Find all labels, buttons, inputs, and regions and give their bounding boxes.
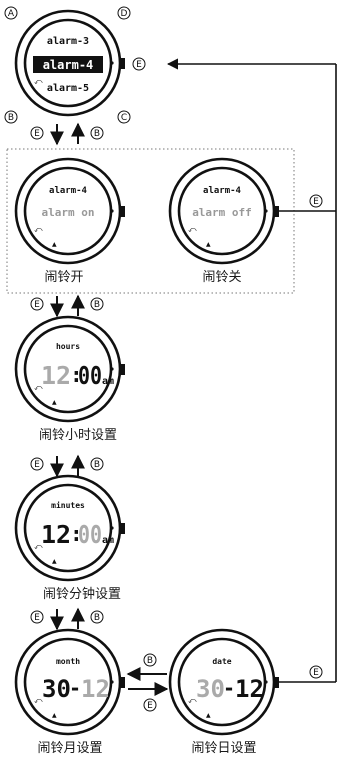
arrow-e-down-4: E	[30, 609, 64, 631]
svg-text:▲: ▲	[52, 241, 57, 248]
alarm-list-selected: alarm-4	[43, 58, 94, 72]
minute-colon: :	[70, 522, 83, 546]
caption-alarm-off: 闹铃关	[202, 270, 241, 285]
svg-text:⤺: ⤺	[34, 77, 43, 86]
svg-text:B: B	[8, 113, 14, 123]
svg-text:E: E	[34, 300, 40, 310]
caption-alarm-on: 闹铃开	[44, 270, 83, 285]
hour-ampm: am	[102, 376, 114, 387]
svg-text:▲: ▲	[206, 241, 211, 248]
month-dash: -	[69, 676, 81, 700]
arrow-e-down-2: E	[30, 296, 64, 318]
svg-text:A: A	[8, 9, 15, 19]
svg-text:E: E	[34, 613, 40, 623]
svg-text:E: E	[34, 129, 40, 139]
month-month: 12	[81, 675, 110, 703]
date-day: 30	[196, 675, 225, 703]
svg-text:E: E	[34, 460, 40, 470]
svg-text:▲: ▲	[52, 399, 57, 406]
svg-text:⤺: ⤺	[34, 225, 43, 234]
month-day: 30	[42, 675, 71, 703]
svg-text:B: B	[94, 300, 100, 310]
minute-ampm: am	[102, 535, 114, 546]
month-title: month	[56, 657, 80, 666]
alarm-list-prev: alarm-3	[47, 36, 89, 47]
e-connector-off: E	[279, 194, 336, 212]
svg-text:E: E	[136, 60, 142, 70]
watch-alarm-on: alarm-4 alarm on ⤺ ▲	[14, 157, 125, 265]
minute-hh: 12	[41, 520, 71, 549]
arrow-b-up-3: B	[71, 454, 104, 476]
caption-alarm-date: 闹铃日设置	[191, 741, 256, 756]
hour-hh: 12	[41, 361, 71, 390]
button-d-label: D	[117, 6, 131, 20]
arrow-b-up-1: B	[71, 122, 104, 144]
svg-text:B: B	[94, 460, 100, 470]
hour-title: hours	[56, 342, 80, 351]
arrow-b-date-to-month: B	[126, 653, 167, 681]
caption-alarm-hour: 闹铃小时设置	[39, 428, 117, 443]
arrow-e-down-3: E	[30, 456, 64, 478]
arrow-b-up-2: B	[71, 294, 104, 316]
svg-text:⤺: ⤺	[34, 542, 43, 551]
svg-text:B: B	[94, 613, 100, 623]
alarm-off-title: alarm-4	[203, 186, 242, 196]
arrow-e-down-1: E	[30, 124, 64, 146]
minute-title: minutes	[51, 500, 85, 510]
svg-text:E: E	[313, 668, 319, 678]
button-b-label: B	[4, 110, 18, 124]
e-connector-date: E	[279, 665, 336, 683]
button-a-label: A	[4, 6, 18, 20]
svg-text:⤺: ⤺	[188, 225, 197, 234]
alarm-off-state: alarm off	[192, 206, 252, 219]
watch-alarm-list: alarm-3 alarm-4 alarm-5 ⤺	[14, 9, 125, 117]
svg-text:▲: ▲	[52, 558, 57, 565]
svg-text:▲: ▲	[206, 712, 211, 719]
date-title: date	[212, 657, 231, 666]
watch-alarm-hour: hours 12 : 00 am ⤺ ▲	[14, 315, 125, 423]
svg-text:B: B	[147, 656, 153, 666]
hour-mm: 00	[78, 361, 102, 390]
svg-text:⤺: ⤺	[34, 383, 43, 392]
return-line	[166, 58, 337, 682]
svg-text:⤺: ⤺	[188, 696, 197, 705]
arrow-e-month-to-date: E	[128, 682, 169, 712]
watch-alarm-off: alarm-4 alarm off ⤺ ▲	[168, 157, 279, 265]
svg-text:E: E	[313, 197, 319, 207]
arrow-b-up-4: B	[71, 607, 104, 629]
svg-text:D: D	[121, 9, 128, 19]
date-month: 12	[235, 675, 264, 703]
watch-alarm-minute: minutes 12 : 00 am ⤺ ▲	[14, 474, 125, 582]
caption-alarm-minute: 闹铃分钟设置	[43, 586, 121, 602]
minute-mm: 00	[78, 520, 102, 549]
button-e-label-watch1: E	[132, 57, 146, 71]
watch-alarm-month: month 30 - 12 ⤺ ▲	[14, 628, 125, 736]
button-c-label: C	[117, 110, 131, 124]
svg-text:B: B	[94, 129, 100, 139]
alarm-list-highlight	[33, 56, 103, 73]
watch-alarm-date: date 30 - 12 ⤺ ▲	[168, 628, 279, 736]
date-dash: -	[223, 676, 235, 700]
alarm-on-state: alarm on	[42, 206, 95, 219]
alarm-on-title: alarm-4	[49, 186, 88, 196]
hour-colon: :	[70, 363, 83, 387]
svg-text:⤺: ⤺	[34, 696, 43, 705]
caption-alarm-month: 闹铃月设置	[37, 741, 102, 756]
svg-text:C: C	[121, 113, 127, 123]
svg-text:▲: ▲	[52, 712, 57, 719]
svg-text:E: E	[147, 701, 153, 711]
alarm-list-next: alarm-5	[47, 83, 89, 94]
